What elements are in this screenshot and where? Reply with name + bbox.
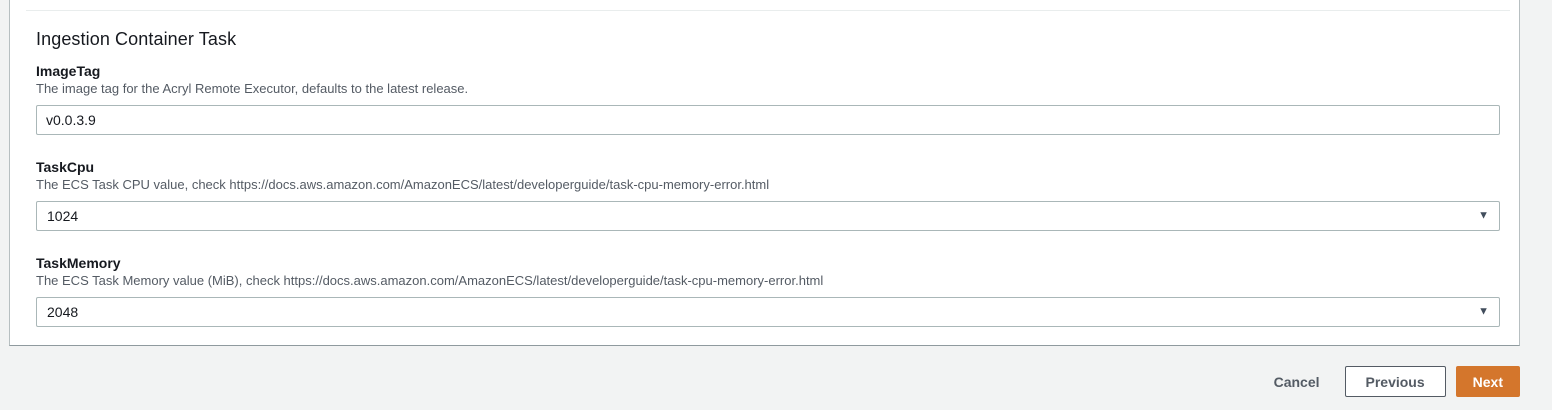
taskmemory-selected-value: 2048 [47,304,79,320]
section-content: Ingestion Container Task ImageTag The im… [36,11,1500,327]
imagetag-description: The image tag for the Acryl Remote Execu… [36,81,469,96]
taskmemory-label: TaskMemory [36,255,121,271]
taskcpu-description: The ECS Task CPU value, check https://do… [36,177,770,192]
taskcpu-selected-value: 1024 [47,208,79,224]
caret-down-icon: ▼ [1478,305,1489,318]
taskmemory-description: The ECS Task Memory value (MiB), check h… [36,273,824,288]
field-taskcpu: TaskCpu The ECS Task CPU value, check ht… [36,159,1500,231]
previous-button[interactable]: Previous [1344,366,1446,397]
cancel-button[interactable]: Cancel [1273,373,1320,390]
section-divider [26,10,1510,11]
next-button[interactable]: Next [1455,366,1520,397]
imagetag-input[interactable] [36,105,1500,135]
taskcpu-label: TaskCpu [36,159,95,175]
imagetag-label: ImageTag [36,63,101,79]
field-imagetag: ImageTag The image tag for the Acryl Rem… [36,63,1500,135]
section-title: Ingestion Container Task [36,29,237,49]
caret-down-icon: ▼ [1478,209,1489,222]
field-taskmemory: TaskMemory The ECS Task Memory value (Mi… [36,255,1500,327]
taskmemory-select[interactable]: 2048 ▼ [36,297,1500,327]
wizard-actions: Cancel Previous Next [1274,366,1520,397]
taskcpu-select[interactable]: 1024 ▼ [36,201,1500,231]
parameters-panel: Ingestion Container Task ImageTag The im… [9,0,1520,346]
